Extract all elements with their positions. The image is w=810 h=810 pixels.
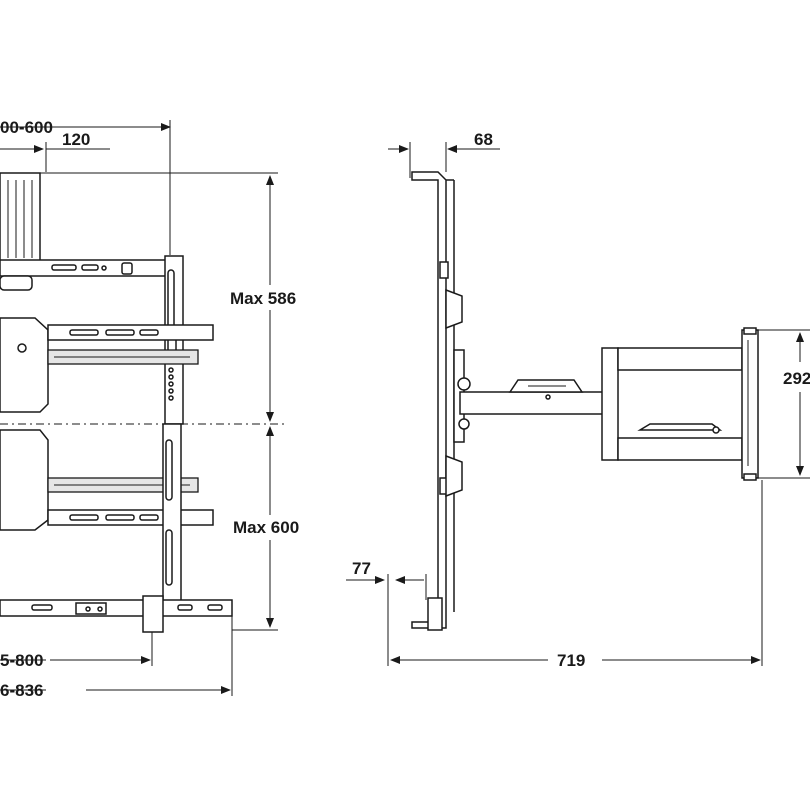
top-rail-hole: [101, 265, 107, 271]
side-view: 68 77 719 292: [346, 130, 810, 670]
dim-width-6-836: 6-836: [0, 681, 43, 700]
dim-extension-719: 719: [557, 651, 585, 670]
vesa-plate-lower: [0, 429, 49, 531]
vesa-plate-upper: [0, 317, 49, 413]
dim-width-5-800: 5-800: [0, 651, 43, 670]
dim-top-width: 00-600: [0, 118, 53, 137]
tv-interface-plate: [741, 329, 759, 479]
top-rail-slot: [81, 264, 99, 271]
wall-hinge-upper: [445, 288, 463, 330]
dim-height-292: 292: [783, 369, 810, 388]
top-plate-foot: [0, 275, 33, 291]
side-wall-plate: [411, 171, 447, 629]
dim-depth-68: 68: [474, 130, 493, 149]
bottom-lock-clip: [142, 595, 164, 633]
side-bottom-clip: [427, 597, 443, 631]
top-wall-plate: [0, 172, 41, 266]
upper-tv-arm: [617, 347, 743, 371]
lower-tv-arm: [617, 437, 743, 461]
bottom-rail-clip: [75, 602, 107, 615]
dim-max-600: Max 600: [233, 518, 299, 537]
main-extension-arm: [459, 391, 609, 415]
top-rail-clip: [121, 262, 133, 275]
dim-max-586: Max 586: [230, 289, 296, 308]
wall-hinge-lower: [445, 454, 463, 498]
dim-offset-120: 120: [62, 130, 90, 149]
top-rail-slot: [51, 264, 77, 271]
dim-depth-77: 77: [352, 559, 371, 578]
front-view: 00-600 120 Max 586 Max 600 5-800 6-836: [0, 118, 299, 700]
bottom-rail: [0, 599, 233, 617]
arm-elbow-block: [601, 347, 619, 461]
